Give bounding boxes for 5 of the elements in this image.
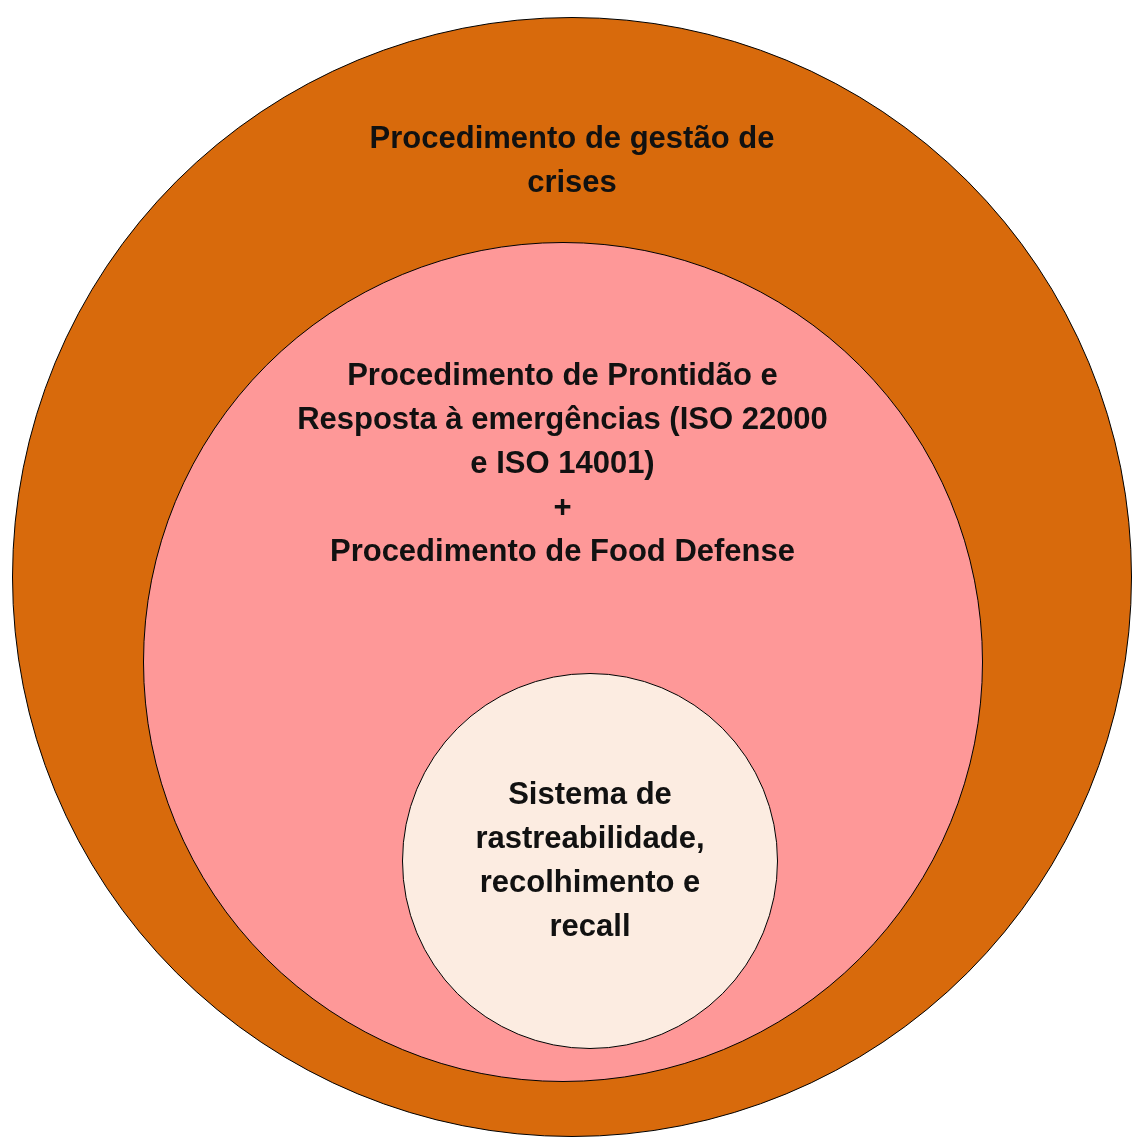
circle-label: Sistema de rastreabilidade, recolhimento e recall (474, 775, 706, 945)
circle-label: Procedimento de Food Defense (328, 531, 797, 570)
circle-label: Procedimento de gestão de crises (368, 119, 776, 201)
circle-label: + (552, 487, 573, 526)
circle-label: Procedimento de Prontidão e Resposta à emergências (ISO 22000 e ISO 14001) (296, 355, 829, 482)
